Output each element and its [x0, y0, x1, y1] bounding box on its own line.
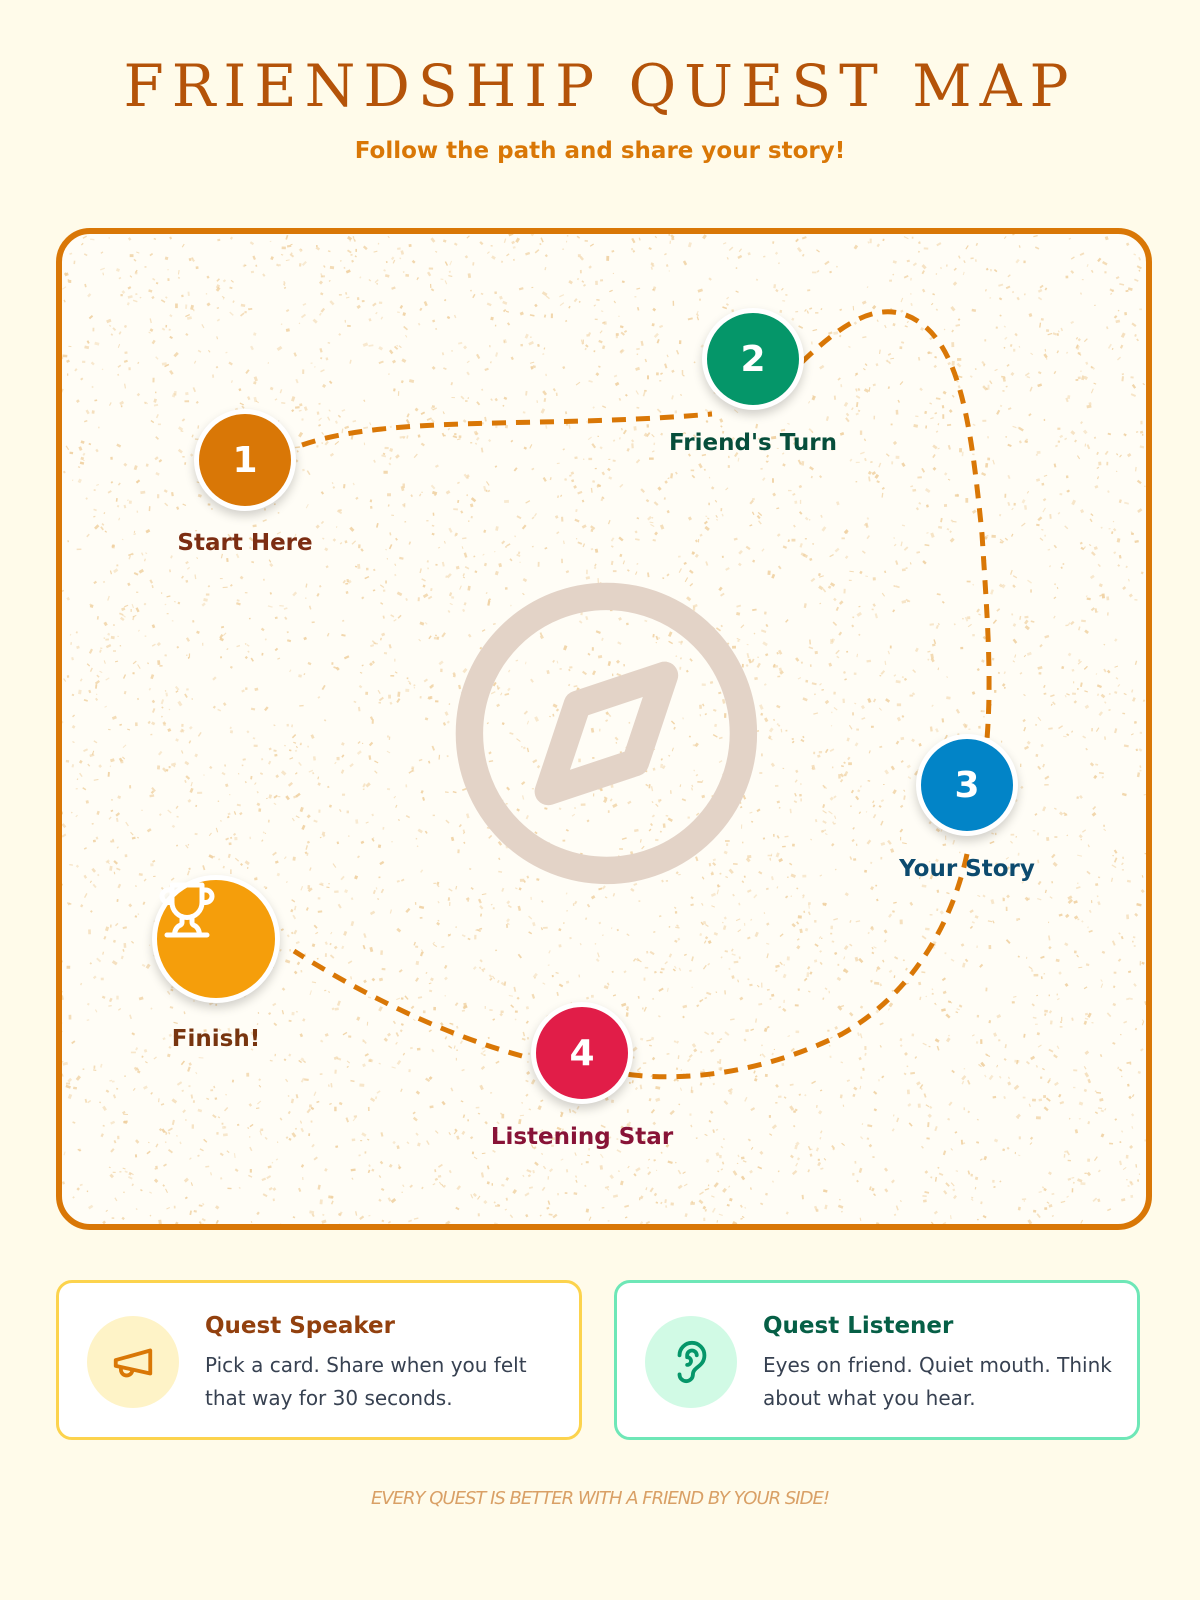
- page-title: FRIENDSHIP QUEST MAP: [123, 52, 1077, 120]
- stop-number: 3: [954, 764, 980, 806]
- map-canvas: [62, 234, 1146, 1224]
- ear-icon: [645, 1316, 737, 1408]
- finish-marker[interactable]: [152, 875, 280, 1003]
- quest-path: [292, 309, 992, 1080]
- megaphone-icon: [87, 1316, 179, 1408]
- quest-map: 1 Start Here 2 Friend's Turn 3 Your Stor…: [56, 228, 1152, 1230]
- page-subtitle: Follow the path and share your story!: [354, 138, 846, 164]
- stop-4-label: Listening Star: [490, 1124, 674, 1150]
- card-text: Eyes on friend. Quiet mouth. Think about…: [763, 1353, 1112, 1410]
- finish-label: Finish!: [171, 1026, 261, 1052]
- compass-icon: [455, 582, 758, 885]
- stop-number: 1: [232, 439, 258, 481]
- path-segment-2-3: [800, 309, 992, 740]
- quest-listener-card: Quest Listener Eyes on friend. Quiet mou…: [614, 1280, 1140, 1440]
- paper-texture: [62, 234, 1146, 1224]
- stop-1-marker[interactable]: 1: [194, 409, 296, 511]
- stop-3-marker[interactable]: 3: [916, 734, 1018, 836]
- card-text: Pick a card. Share when you felt that wa…: [205, 1353, 527, 1410]
- card-title: Quest Listener: [763, 1313, 954, 1339]
- card-title: Quest Speaker: [205, 1313, 395, 1339]
- footer-tagline: EVERY QUEST IS BETTER WITH A FRIEND BY Y…: [370, 1488, 830, 1509]
- stop-4-marker[interactable]: 4: [531, 1002, 633, 1104]
- path-segment-3-4: [625, 853, 970, 1080]
- path-segment-4-finish: [292, 948, 523, 1059]
- quest-speaker-card: Quest Speaker Pick a card. Share when yo…: [56, 1280, 582, 1440]
- stop-2-marker[interactable]: 2: [702, 308, 804, 410]
- trophy-icon: [159, 882, 215, 938]
- stop-number: 4: [569, 1032, 595, 1074]
- stop-number: 2: [740, 338, 766, 380]
- path-segment-1-2: [301, 411, 713, 448]
- stop-1-label: Start Here: [177, 530, 313, 556]
- stop-2-label: Friend's Turn: [669, 430, 837, 456]
- stop-3-label: Your Story: [899, 856, 1035, 882]
